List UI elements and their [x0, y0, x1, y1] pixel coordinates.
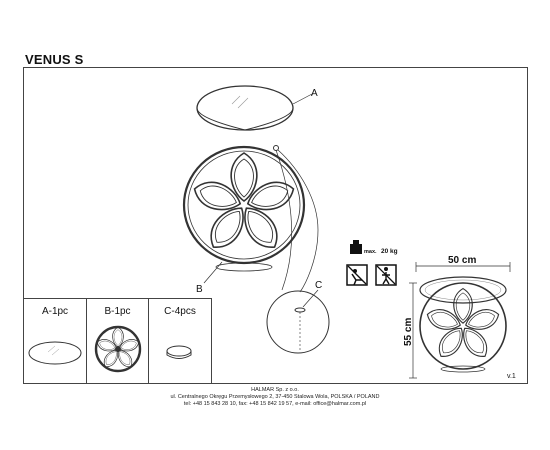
pad-detail-icon — [294, 307, 306, 313]
footer-contact: tel: +48 15 843 28 10, fax: +48 15 842 1… — [183, 401, 367, 407]
part-label-b: B-1pc — [104, 306, 131, 317]
part-label-c: C-4pcs — [164, 306, 196, 317]
footer-address: ul. Centralnego Okręgu Przemysłowego 2, … — [170, 394, 380, 400]
part-b-frame-icon — [94, 325, 142, 373]
footer-company: HALMAR Sp. z o.o. — [251, 387, 299, 393]
part-label-a: A-1pc — [41, 306, 69, 317]
part-a-glass-icon — [28, 341, 82, 365]
detail-line — [277, 149, 319, 293]
no-standing-icon — [375, 264, 397, 286]
width-dimension: 50 cm — [448, 255, 476, 266]
weight-icon — [350, 240, 362, 254]
table-side-view-icon — [419, 276, 507, 373]
part-header-divider — [23, 298, 212, 322]
leader-a — [292, 93, 313, 105]
load-value: 20 kg — [381, 248, 398, 255]
instruction-frame — [23, 67, 528, 384]
label-a: A — [311, 88, 318, 99]
detail-magnifier — [266, 290, 330, 354]
load-max-label: max. — [364, 249, 377, 255]
height-dimension: 55 cm — [403, 318, 414, 346]
part-c-pad-icon — [166, 345, 192, 359]
frame-icon — [182, 145, 306, 272]
leader-c — [302, 289, 319, 308]
glass-top-icon — [196, 85, 294, 131]
leader-b — [203, 261, 223, 284]
version-label: v.1 — [507, 373, 516, 380]
no-sitting-icon — [346, 264, 368, 286]
label-c: C — [315, 280, 322, 291]
product-title: VENUS S — [25, 52, 84, 67]
label-b: B — [196, 284, 203, 295]
